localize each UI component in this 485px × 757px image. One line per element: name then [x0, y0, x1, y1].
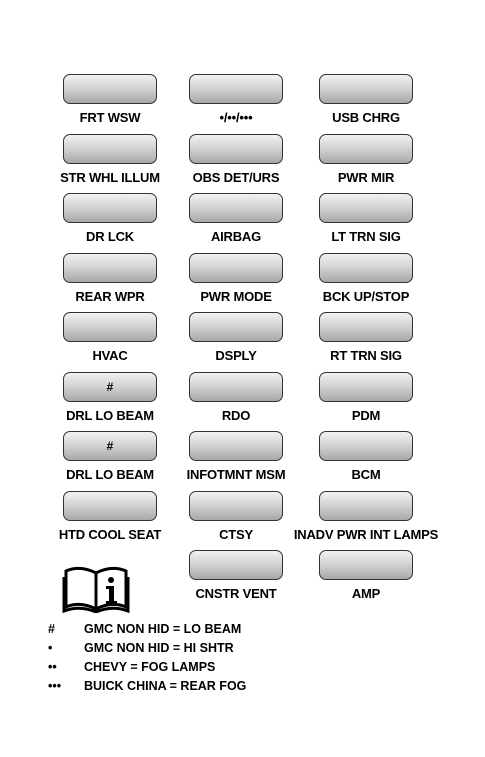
legend-text: CHEVY = FOG LAMPS [84, 660, 216, 674]
fuse-label: PDM [351, 407, 381, 423]
legend-text: BUICK CHINA = REAR FOG [84, 679, 247, 693]
fuse-body: # [63, 431, 157, 461]
fuse-body [63, 312, 157, 342]
fuse-label: HVAC [92, 348, 128, 363]
fuse-label: PWR MIR [337, 169, 395, 185]
fuse-slot: OBS DET/URS [156, 133, 316, 194]
fuse-body [63, 74, 157, 104]
fuse-label: AIRBAG [210, 229, 262, 244]
fuse-label: DRL LO BEAM [66, 407, 154, 423]
fuse-label: PWR MODE [200, 288, 272, 304]
book-info-icon [62, 566, 130, 613]
legend-symbol: ••• [48, 679, 62, 693]
fuse-slot: REAR WPR [30, 252, 190, 313]
fuse-label: RDO [221, 407, 251, 423]
fuse-slot: USB CHRG [286, 74, 446, 134]
fuse-body [63, 193, 157, 223]
fuse-slot: RDO [156, 371, 316, 432]
legend-row: # GMC NON HID = LO BEAM [48, 622, 368, 641]
legend-symbol: •• [48, 660, 57, 674]
legend-row: •• CHEVY = FOG LAMPS [48, 660, 368, 679]
fuse-body [189, 252, 283, 283]
fuse-label: STR WHL ILLUM [60, 169, 160, 185]
fuse-slot: DR LCK [30, 193, 190, 253]
legend: # GMC NON HID = LO BEAM • GMC NON HID = HI … [48, 622, 368, 698]
fuse-slot: FRT WSW [30, 74, 190, 134]
fuse-mark: # [106, 379, 114, 394]
legend-text: GMC NON HID = LO BEAM [84, 622, 242, 636]
fuse-body [189, 74, 283, 104]
fuse-label: OBS DET/URS [192, 169, 280, 185]
fuse-slot: DSPLY [156, 312, 316, 372]
fuse-body [189, 193, 283, 223]
fuse-mark: # [106, 439, 114, 453]
fuse-body [319, 490, 413, 521]
fuse-body [63, 252, 157, 283]
legend-row: ••• BUICK CHINA = REAR FOG [48, 679, 368, 698]
fuse-label: CNSTR VENT [195, 586, 277, 601]
fuse-body [319, 193, 413, 223]
fuse-slot: INADV PWR INT LAMPS [286, 490, 446, 551]
fuse-body [319, 550, 413, 580]
fuse-body [189, 490, 283, 521]
fuse-slot: INFOTMNT MSM [156, 431, 316, 491]
fuse-slot: AMP [286, 550, 446, 610]
fuse-body [189, 371, 283, 402]
fuse-slot: BCK UP/STOP [286, 252, 446, 313]
legend-text: GMC NON HID = HI SHTR [84, 641, 234, 655]
fuse-label: HTD COOL SEAT [58, 526, 162, 542]
fuse-slot: # DRL LO BEAM [30, 371, 190, 432]
fuse-body [189, 431, 283, 461]
legend-row: • GMC NON HID = HI SHTR [48, 641, 368, 660]
fuse-slot: •/••/••• [156, 74, 316, 134]
fuse-body [63, 133, 157, 164]
fuse-body: # [63, 371, 157, 402]
fuse-label: RT TRN SIG [330, 348, 402, 363]
fuse-slot: PWR MIR [286, 133, 446, 194]
fuse-label: REAR WPR [75, 288, 145, 304]
legend-symbol: # [48, 622, 55, 636]
fuse-slot: # DRL LO BEAM [30, 431, 190, 491]
fuse-slot: BCM [286, 431, 446, 491]
legend-symbol: • [48, 641, 53, 655]
fuse-label: BCM [351, 467, 381, 482]
fuse-label: •/••/••• [219, 110, 253, 125]
fuse-body [319, 252, 413, 283]
fuse-label: LT TRN SIG [331, 229, 401, 244]
fuse-slot: CTSY [156, 490, 316, 551]
fuse-body [63, 490, 157, 521]
fuse-label: FRT WSW [79, 110, 141, 125]
fuse-body [189, 133, 283, 164]
fuse-slot: PWR MODE [156, 252, 316, 313]
fuse-slot: STR WHL ILLUM [30, 133, 190, 194]
fuse-slot: CNSTR VENT [156, 550, 316, 610]
fuse-label: INADV PWR INT LAMPS [293, 526, 439, 542]
fuse-label: AMP [351, 586, 381, 601]
fuse-label: CTSY [219, 526, 253, 542]
fuse-label: BCK UP/STOP [322, 288, 410, 304]
fuse-body [319, 371, 413, 402]
fuse-slot: PDM [286, 371, 446, 432]
fuse-label: INFOTMNT MSM [186, 467, 286, 482]
fuse-slot: LT TRN SIG [286, 193, 446, 253]
fuse-body [189, 550, 283, 580]
fuse-label: DR LCK [86, 229, 134, 244]
fuse-slot: HTD COOL SEAT [30, 490, 190, 551]
fuse-label: DSPLY [215, 348, 257, 363]
fuse-body [189, 312, 283, 342]
fuse-body [319, 312, 413, 342]
fuse-body [319, 74, 413, 104]
fuse-body [319, 431, 413, 461]
fuse-slot: HVAC [30, 312, 190, 372]
fuse-label: DRL LO BEAM [66, 467, 154, 482]
fuse-slot: RT TRN SIG [286, 312, 446, 372]
fuse-label: USB CHRG [332, 110, 400, 125]
fuse-body [319, 133, 413, 164]
fuse-slot: AIRBAG [156, 193, 316, 253]
